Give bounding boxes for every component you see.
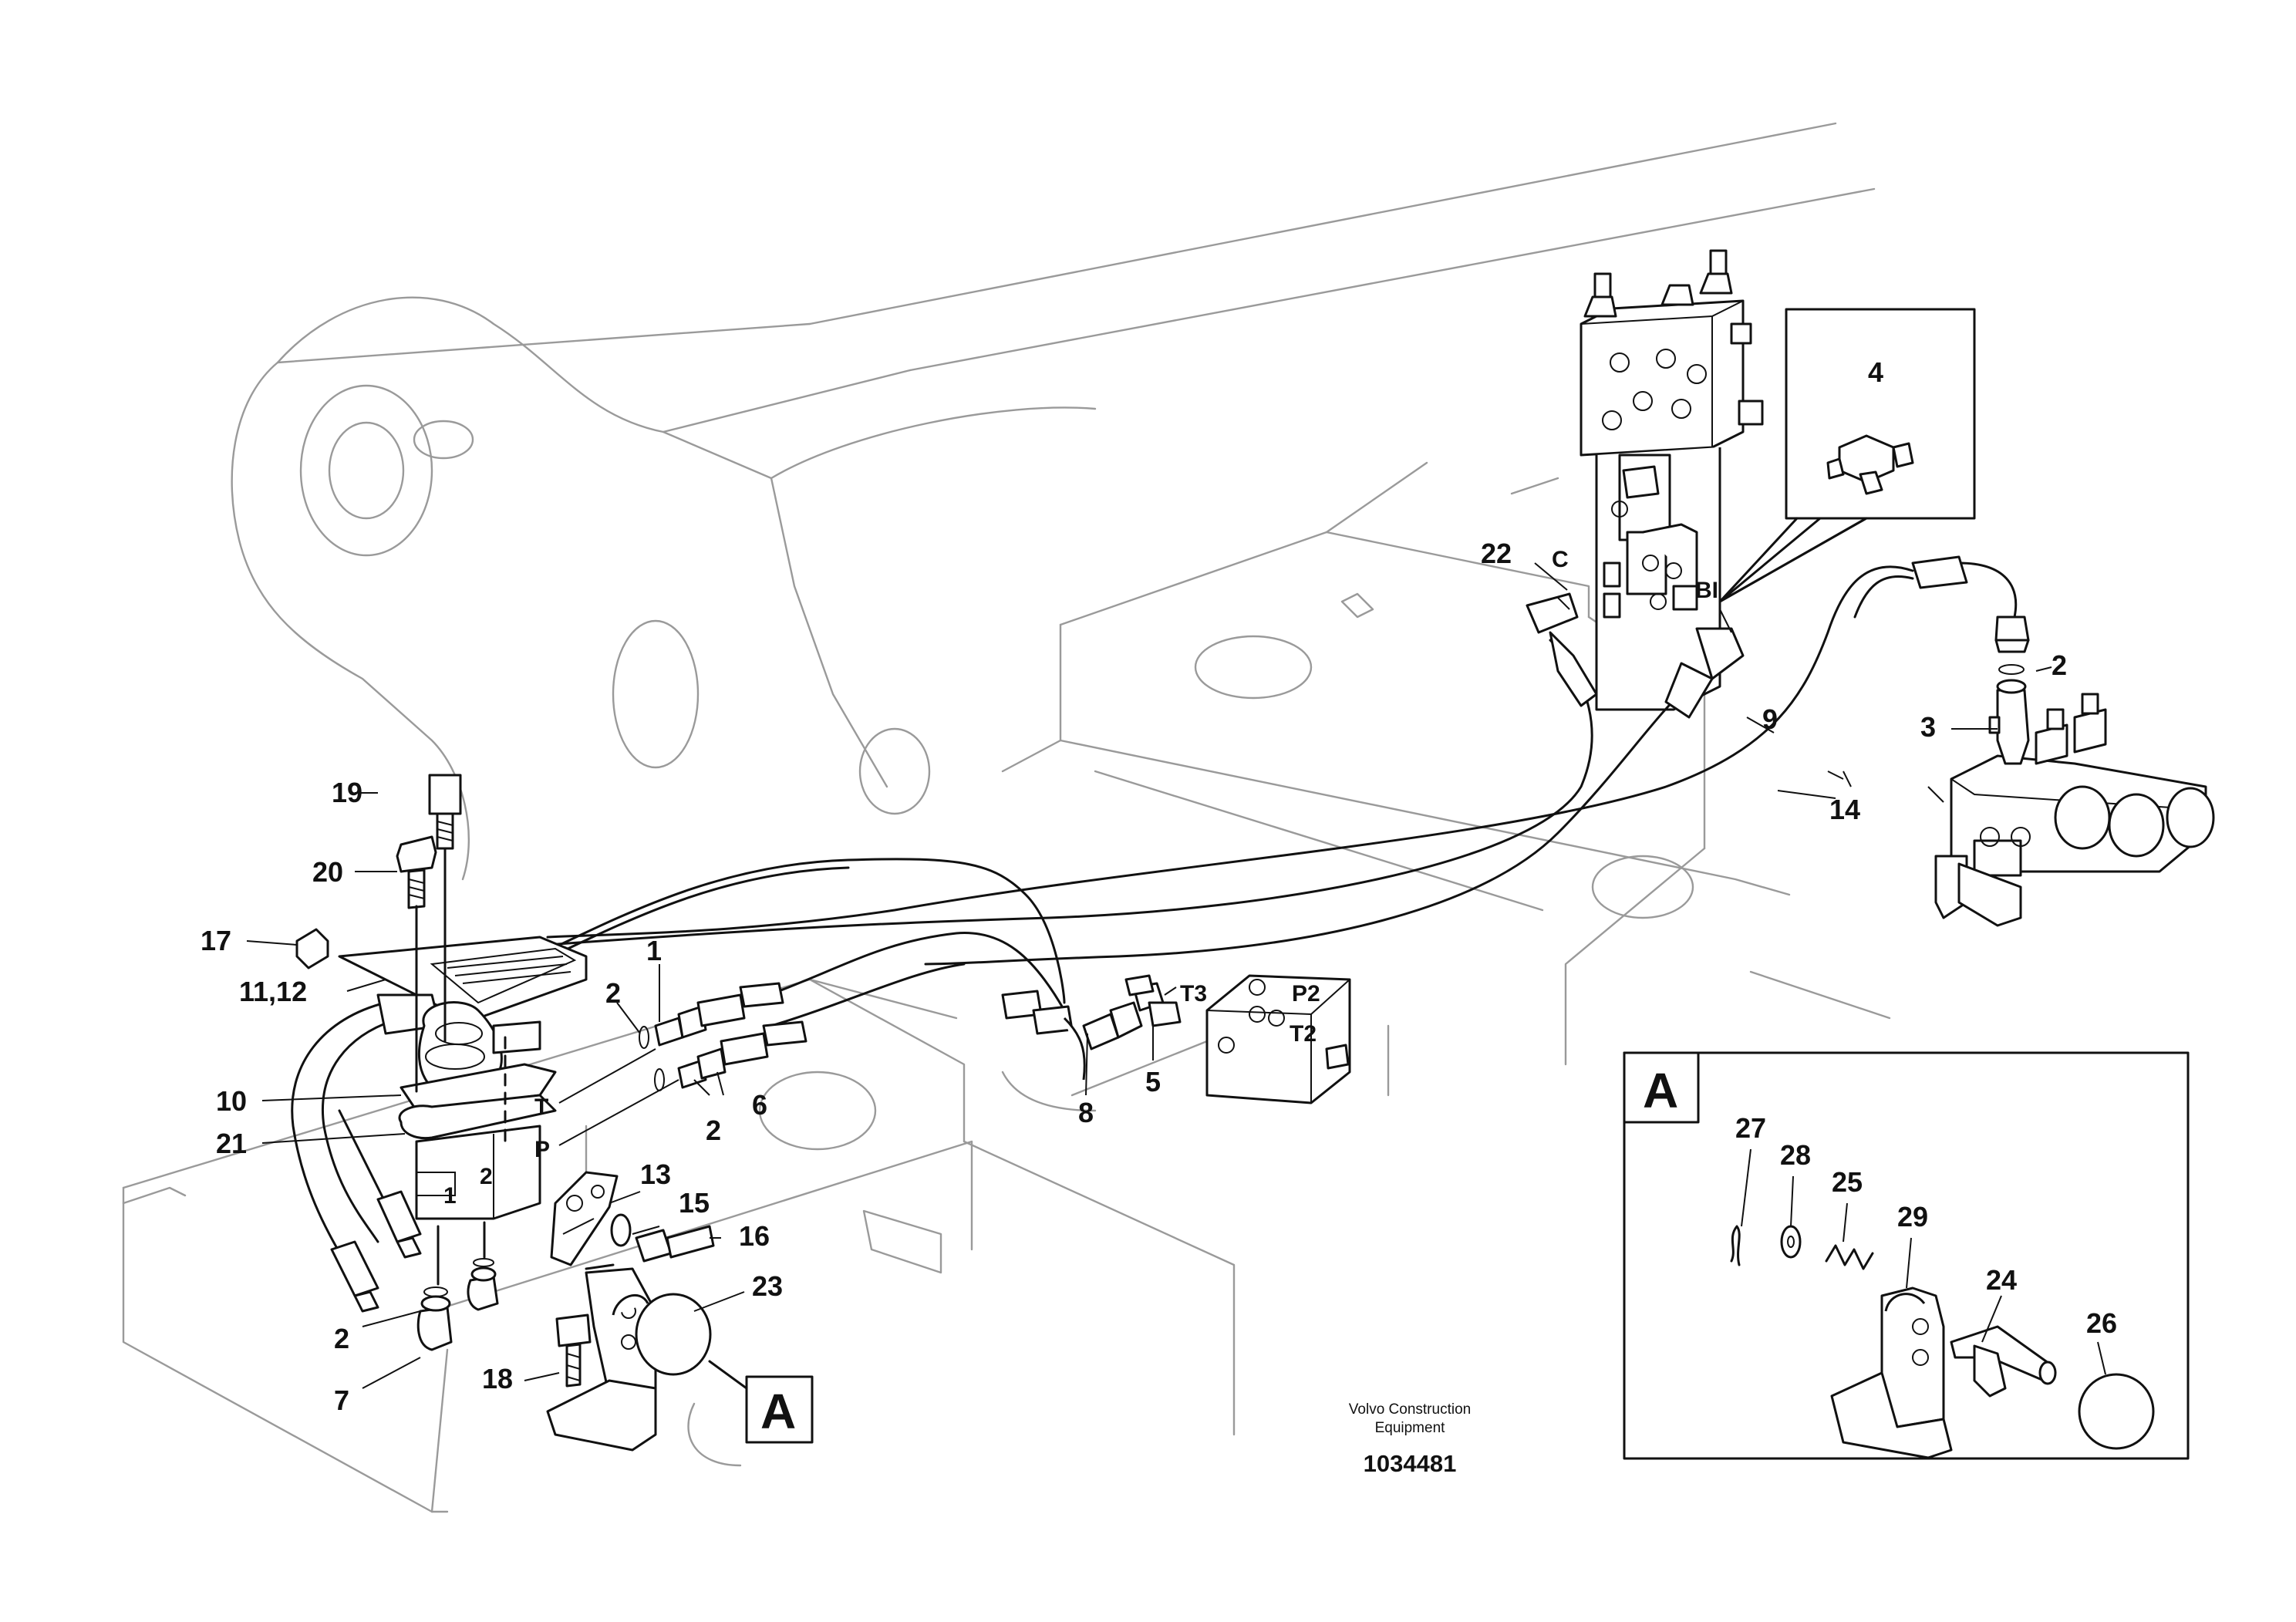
fitting-8-5-and-port-block — [1001, 974, 1351, 1104]
block-port-1: 1 — [443, 1183, 457, 1209]
machine-frame-outline — [122, 122, 1891, 1513]
label-23: 23 — [752, 1270, 783, 1302]
label-4: 4 — [1868, 356, 1883, 388]
label-29: 29 — [1897, 1201, 1928, 1233]
label-18: 18 — [482, 1363, 513, 1394]
label-3: 3 — [1920, 711, 1936, 743]
caption-line-1: Volvo Construction — [1349, 1401, 1471, 1418]
label-19: 19 — [332, 777, 362, 808]
label-2-lower-left: 2 — [334, 1323, 349, 1354]
port-label-t3: T3 — [1180, 981, 1207, 1007]
label-24: 24 — [1986, 1264, 2017, 1296]
label-28: 28 — [1780, 1139, 1811, 1171]
figure-caption: Volvo Construction Equipment 1034481 — [1349, 1401, 1471, 1477]
caption-line-2: Equipment — [1375, 1420, 1446, 1436]
detail-view-a — [1623, 1051, 2190, 1460]
label-10: 10 — [216, 1085, 247, 1117]
label-15: 15 — [679, 1187, 710, 1219]
label-2-right: 2 — [2052, 649, 2067, 681]
detail-inset-fitting-4 — [1718, 308, 1976, 603]
callout-letter-a: A — [760, 1384, 796, 1439]
label-27: 27 — [1735, 1112, 1766, 1144]
label-1: 1 — [646, 935, 662, 966]
label-9: 9 — [1762, 703, 1778, 735]
part-number-labels: 4 22 C BI 9 2 3 14 19 20 17 11,12 10 21 … — [201, 356, 2117, 1439]
foot-pedal-assembly — [295, 774, 807, 1452]
label-6: 6 — [752, 1089, 767, 1121]
label-26: 26 — [2086, 1307, 2117, 1339]
label-5: 5 — [1145, 1066, 1161, 1098]
port-label-t: T — [534, 1094, 548, 1120]
label-2-upper: 2 — [605, 977, 621, 1009]
block-port-2: 2 — [480, 1164, 493, 1189]
port-label-c: C — [1552, 547, 1569, 572]
label-13: 13 — [640, 1158, 671, 1190]
port-label-p: P — [534, 1137, 550, 1162]
detail-letter-a: A — [1643, 1063, 1678, 1118]
label-22: 22 — [1481, 538, 1512, 569]
label-11-12: 11,12 — [239, 976, 307, 1007]
leader-lines — [246, 562, 2106, 1389]
main-valve-block — [1580, 249, 1764, 711]
label-21: 21 — [216, 1128, 247, 1159]
label-16: 16 — [739, 1220, 770, 1252]
label-17: 17 — [201, 925, 231, 956]
port-label-p2: P2 — [1292, 981, 1320, 1007]
figure-number: 1034481 — [1364, 1450, 1457, 1477]
port-label-bi: BI — [1695, 578, 1718, 603]
label-8: 8 — [1078, 1097, 1094, 1128]
label-14: 14 — [1829, 794, 1860, 825]
label-7: 7 — [334, 1384, 349, 1416]
label-25: 25 — [1832, 1166, 1863, 1198]
label-2-mid: 2 — [706, 1114, 721, 1146]
callout-box-a — [708, 1360, 814, 1444]
label-20: 20 — [312, 856, 343, 888]
right-solenoid-valve — [1911, 555, 2215, 927]
hydraulic-hoses — [291, 565, 1914, 1282]
port-label-t2: T2 — [1290, 1021, 1317, 1047]
